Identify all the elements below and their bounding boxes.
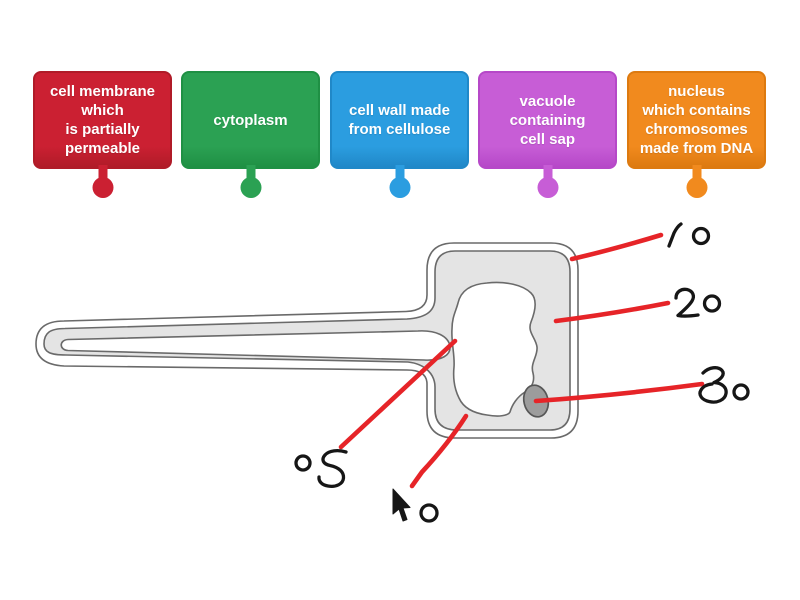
label-pin bbox=[92, 165, 113, 198]
pointer-line-40 bbox=[409, 413, 469, 489]
label-card-nucleus[interactable]: nucleus which contains chromosomes made … bbox=[627, 71, 766, 198]
label-card-cytoplasm[interactable]: cytoplasm bbox=[181, 71, 320, 198]
annotation-05 bbox=[294, 449, 348, 488]
mouse-cursor-icon bbox=[392, 488, 411, 522]
label-text: nucleus which contains chromosomes made … bbox=[639, 83, 754, 157]
label-text: cell membrane which is partially permeab… bbox=[49, 83, 156, 157]
pointer-lines bbox=[338, 232, 705, 489]
label-pin bbox=[389, 165, 410, 198]
label-text: cell wall made from cellulose bbox=[348, 102, 451, 138]
label-pin bbox=[240, 165, 261, 198]
label-pin bbox=[686, 165, 707, 198]
label-card-cell-wall[interactable]: cell wall made from cellulose bbox=[330, 71, 469, 198]
annotation-10 bbox=[667, 222, 711, 248]
pointer-line-05 bbox=[338, 338, 458, 450]
pointer-line-20 bbox=[553, 300, 671, 324]
annotation-30 bbox=[698, 366, 750, 404]
annotation-o bbox=[419, 503, 439, 523]
label-text: cytoplasm bbox=[213, 111, 288, 129]
label-pin bbox=[537, 165, 558, 198]
label-card-cell-membrane[interactable]: cell membrane which is partially permeab… bbox=[33, 71, 172, 198]
annotation-20 bbox=[674, 287, 722, 318]
label-text: vacuole containing cell sap bbox=[509, 92, 586, 148]
label-card-vacuole[interactable]: vacuole containing cell sap bbox=[478, 71, 617, 198]
pointer-line-10 bbox=[569, 232, 664, 262]
vacuole-channel bbox=[60, 330, 451, 361]
pointer-line-30 bbox=[533, 381, 705, 404]
